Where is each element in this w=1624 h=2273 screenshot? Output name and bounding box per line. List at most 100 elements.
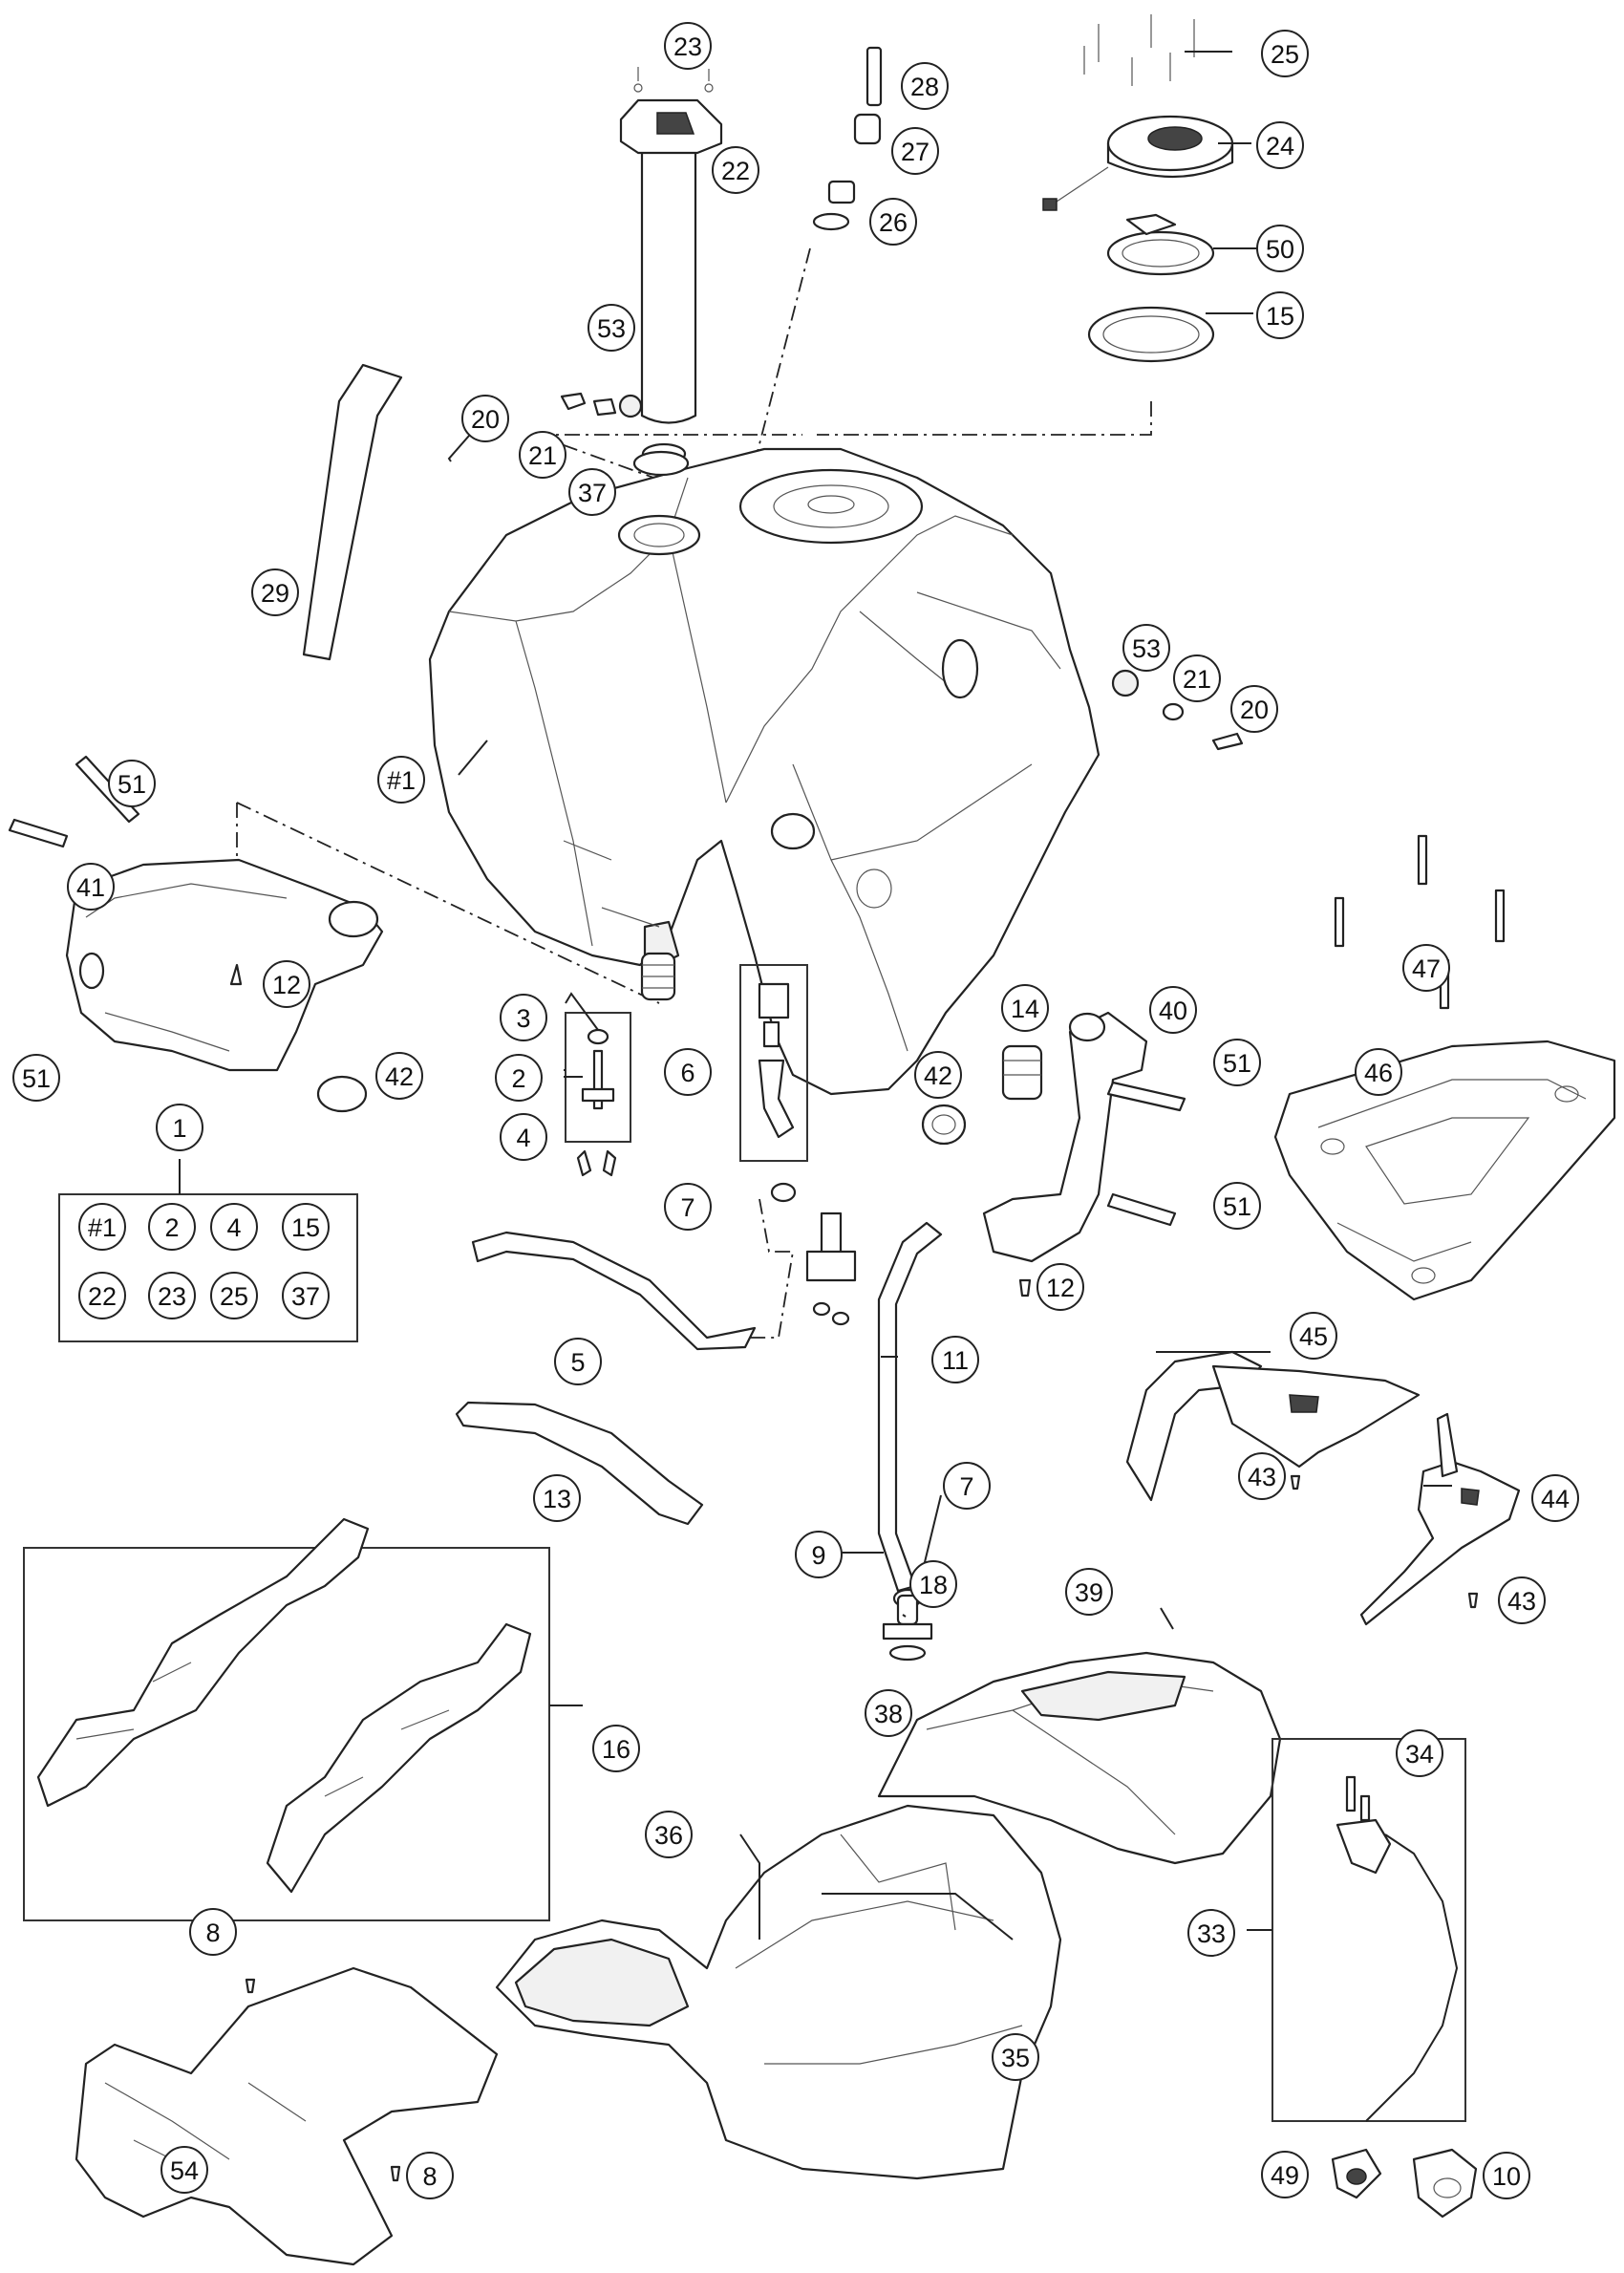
callout-circle bbox=[1498, 1576, 1546, 1624]
part-callout: 18 bbox=[909, 1560, 957, 1608]
callout-text: 23 bbox=[158, 1282, 186, 1311]
breather-stack bbox=[812, 46, 883, 231]
part-callout: 12 bbox=[263, 960, 310, 1008]
callout-text: 49 bbox=[1271, 2161, 1299, 2190]
part-callout: 51 bbox=[108, 760, 156, 807]
callout-circle bbox=[1483, 2152, 1530, 2199]
callout-text: 15 bbox=[1266, 302, 1294, 331]
callout-text: 8 bbox=[205, 1919, 220, 1947]
callout-circle bbox=[282, 1203, 330, 1251]
callout-text: 16 bbox=[602, 1735, 630, 1764]
callout-text: 12 bbox=[1046, 1274, 1075, 1302]
callout-circle bbox=[406, 2152, 454, 2199]
sensor-group bbox=[565, 1012, 631, 1177]
callout-text: 14 bbox=[1011, 995, 1039, 1023]
callout-text: 46 bbox=[1364, 1059, 1393, 1087]
callout-circle bbox=[377, 756, 425, 804]
callout-text: 20 bbox=[1240, 696, 1269, 724]
callout-circle bbox=[156, 1104, 203, 1151]
part-callout: 51 bbox=[1213, 1182, 1261, 1230]
part-callout: 16 bbox=[592, 1725, 640, 1772]
callout-circle bbox=[12, 1054, 60, 1102]
kit-callout: 22 bbox=[78, 1272, 126, 1319]
kit-callout: 2 bbox=[148, 1203, 196, 1251]
callout-text: 29 bbox=[261, 579, 289, 608]
callout-text: 18 bbox=[919, 1571, 948, 1599]
callout-text: 24 bbox=[1266, 132, 1294, 161]
callout-circle bbox=[1122, 624, 1170, 672]
callout-text: 3 bbox=[516, 1004, 530, 1033]
callout-circle bbox=[592, 1725, 640, 1772]
callout-circle bbox=[931, 1336, 979, 1383]
callout-circle bbox=[568, 468, 616, 516]
callout-circle bbox=[588, 304, 635, 352]
part-callout: 51 bbox=[12, 1054, 60, 1102]
callout-text: 35 bbox=[1001, 2044, 1030, 2072]
part-callout: 42 bbox=[914, 1051, 962, 1099]
callout-text: 47 bbox=[1412, 954, 1441, 983]
callout-text: 25 bbox=[1271, 40, 1299, 69]
part-callout: 50 bbox=[1256, 225, 1304, 272]
rear-seat bbox=[877, 1651, 1282, 1865]
part-callout: 20 bbox=[461, 395, 509, 442]
callout-circle bbox=[869, 198, 917, 246]
pump-group bbox=[739, 964, 808, 1162]
callout-circle bbox=[554, 1338, 602, 1385]
luggage-rack bbox=[1273, 834, 1616, 1301]
callout-text: 42 bbox=[385, 1062, 414, 1091]
callout-circle bbox=[712, 146, 759, 194]
callout-circle bbox=[1173, 654, 1221, 702]
callout-circle bbox=[160, 2146, 208, 2194]
callout-circle bbox=[664, 1048, 712, 1096]
callout-text: 51 bbox=[1223, 1049, 1251, 1078]
callout-text: 12 bbox=[272, 971, 301, 999]
callout-circle bbox=[992, 2033, 1039, 2081]
callout-circle bbox=[664, 22, 712, 70]
part-callout: 46 bbox=[1355, 1048, 1402, 1096]
part-callout: 37 bbox=[568, 468, 616, 516]
part-callout: 8 bbox=[189, 1908, 237, 1956]
part-callout: 9 bbox=[795, 1531, 843, 1578]
callout-text: 44 bbox=[1541, 1485, 1570, 1513]
callout-circle bbox=[865, 1689, 912, 1737]
grab-handle-45 bbox=[1125, 1350, 1421, 1502]
part-callout: 21 bbox=[1173, 654, 1221, 702]
side-brackets-group bbox=[23, 1517, 550, 1921]
part-callout: 29 bbox=[251, 568, 299, 616]
hose-13 bbox=[455, 1401, 704, 1526]
part-callout: 40 bbox=[1149, 986, 1197, 1034]
part-callout: 39 bbox=[1065, 1568, 1113, 1616]
callout-text: 40 bbox=[1159, 997, 1187, 1025]
callout-circle bbox=[1531, 1474, 1579, 1522]
callout-circle bbox=[251, 568, 299, 616]
part-callout: 23 bbox=[664, 22, 712, 70]
callout-text: 23 bbox=[673, 32, 702, 61]
part-callout: 4 bbox=[500, 1113, 547, 1161]
callout-text: 33 bbox=[1197, 1919, 1226, 1948]
kit-callout: 25 bbox=[210, 1272, 258, 1319]
callout-text: 38 bbox=[874, 1700, 903, 1728]
callout-text: 20 bbox=[471, 405, 500, 434]
callout-text: 5 bbox=[570, 1348, 585, 1377]
callout-text: 27 bbox=[901, 138, 930, 166]
part-callout: 25 bbox=[1261, 30, 1309, 77]
callout-text: 9 bbox=[811, 1541, 825, 1570]
part-callout: 22 bbox=[712, 146, 759, 194]
callout-text: 43 bbox=[1248, 1463, 1276, 1491]
callout-circle bbox=[1213, 1182, 1261, 1230]
callout-circle bbox=[500, 994, 547, 1041]
callout-text: 2 bbox=[511, 1064, 525, 1093]
kit-box bbox=[58, 1159, 358, 1342]
callout-circle bbox=[189, 1908, 237, 1956]
callout-circle bbox=[1213, 1039, 1261, 1086]
part-callout: 33 bbox=[1187, 1909, 1235, 1957]
kit-callout: 23 bbox=[148, 1272, 196, 1319]
right-bracket bbox=[921, 1011, 1186, 1297]
callout-circle bbox=[1256, 225, 1304, 272]
callout-text: 22 bbox=[88, 1282, 117, 1311]
hose-11 bbox=[877, 1221, 943, 1662]
part-callout: 43 bbox=[1238, 1452, 1286, 1500]
part-callout: 20 bbox=[1230, 685, 1278, 733]
part-callout: 11 bbox=[931, 1336, 979, 1383]
callout-circle bbox=[148, 1203, 196, 1251]
